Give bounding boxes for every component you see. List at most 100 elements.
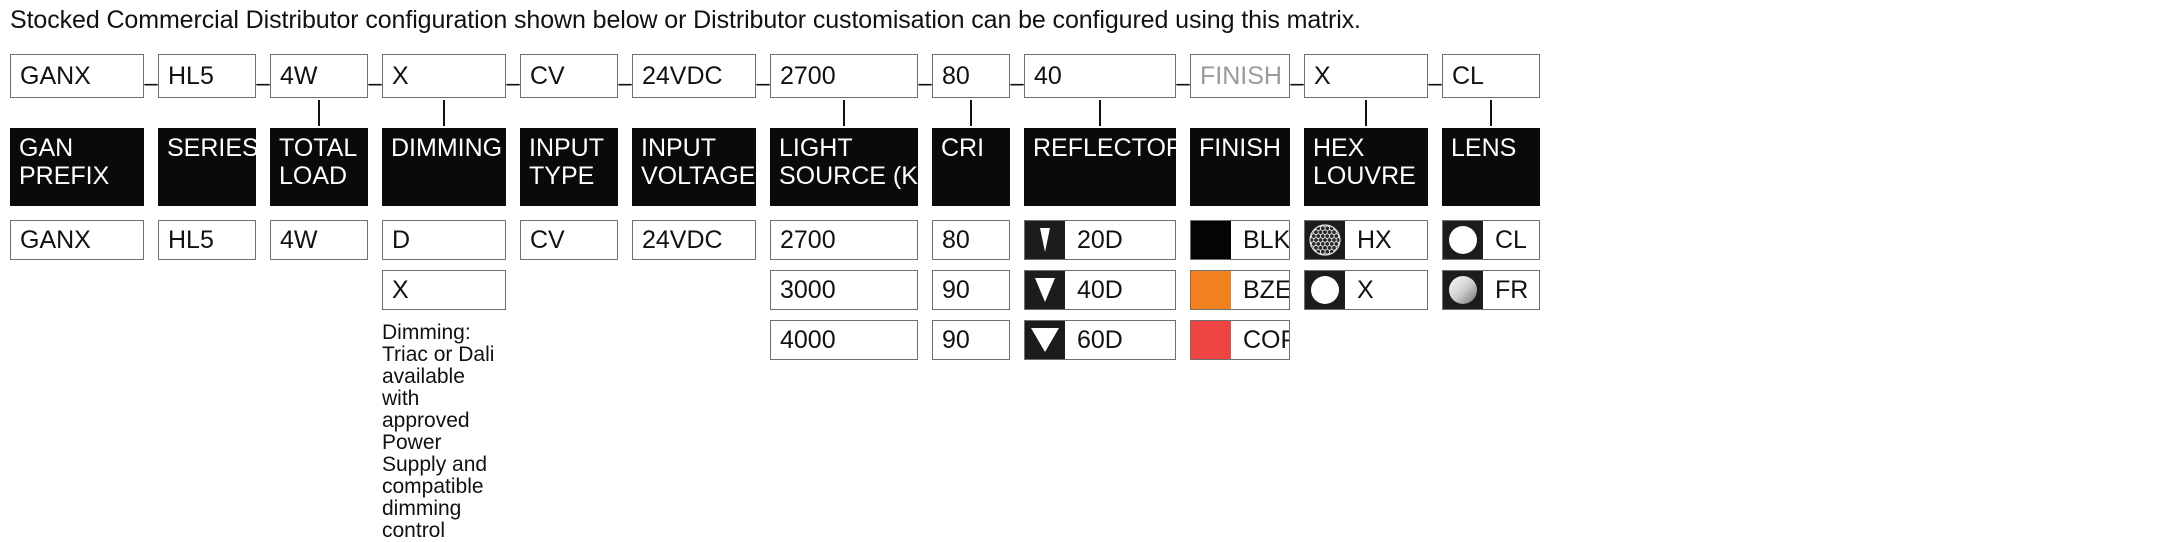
column-header-line: INPUT (529, 134, 604, 162)
option-input_type-0[interactable]: CV (520, 220, 618, 260)
option-label: 60D (1077, 325, 1123, 354)
connector-line (1490, 100, 1492, 126)
option-label: HL5 (168, 225, 214, 254)
code-box-cri[interactable]: 80 (932, 54, 1010, 98)
frosted-circle-icon (1443, 271, 1483, 309)
option-total_load-0[interactable]: 4W (270, 220, 368, 260)
option-label: BLK (1243, 225, 1290, 254)
option-label: 40D (1077, 275, 1123, 304)
option-series-0[interactable]: HL5 (158, 220, 256, 260)
option-gan_prefix-0[interactable]: GANX (10, 220, 144, 260)
connector-slot-series (158, 98, 256, 128)
option-label: X (392, 275, 409, 304)
column-header-line: FINISH (1199, 134, 1281, 162)
connector-slot-cri (932, 98, 1010, 128)
spacer (932, 206, 1010, 220)
option-hex_louvre-1[interactable]: X (1304, 270, 1428, 310)
option-reflector-0[interactable]: 20D (1024, 220, 1176, 260)
spacer (632, 206, 756, 220)
column-header-line: LOAD (279, 162, 348, 190)
option-lens-0[interactable]: CL (1442, 220, 1540, 260)
option-cri-1[interactable]: 90 (932, 270, 1010, 310)
code-box-lens[interactable]: CL (1442, 54, 1540, 98)
beam-cone-icon (1025, 271, 1065, 309)
column-header-line: VOLTAGE (641, 162, 756, 190)
option-reflector-2[interactable]: 60D (1024, 320, 1176, 360)
finish-color-swatch (1191, 221, 1231, 259)
column-header-dimming: DIMMING (382, 128, 506, 206)
clear-circle-icon (1443, 221, 1483, 259)
code-box-series[interactable]: HL5 (158, 54, 256, 98)
option-finish-0[interactable]: BLK (1190, 220, 1290, 260)
option-light_source-2[interactable]: 4000 (770, 320, 918, 360)
option-finish-1[interactable]: BZE (1190, 270, 1290, 310)
connector-slot-lens (1442, 98, 1540, 128)
finish-color-swatch (1191, 271, 1231, 309)
finish-color-swatch (1191, 321, 1231, 359)
option-dimming-1[interactable]: X (382, 270, 506, 310)
column-header-line: PREFIX (19, 162, 110, 190)
separator-dash-top: – (256, 70, 270, 97)
column-header-line: LENS (1451, 134, 1517, 162)
column-header-line: SERIES (167, 134, 256, 162)
connector-line (1099, 100, 1101, 126)
option-light_source-1[interactable]: 3000 (770, 270, 918, 310)
option-cri-2[interactable]: 90 (932, 320, 1010, 360)
option-label: 20D (1077, 225, 1123, 254)
connector-slot-gan_prefix (10, 98, 144, 128)
code-box-dimming[interactable]: X (382, 54, 506, 98)
honeycomb-icon (1305, 221, 1345, 259)
separator-dash-top: – (618, 70, 632, 97)
page-title: Stocked Commercial Distributor configura… (10, 6, 1361, 34)
separator-dash-top: – (506, 70, 520, 97)
option-cri-0[interactable]: 80 (932, 220, 1010, 260)
separator-dash-top: – (756, 70, 770, 97)
code-box-finish[interactable]: FINISH (1190, 54, 1290, 98)
spacer (158, 206, 256, 220)
option-finish-2[interactable]: COP (1190, 320, 1290, 360)
separator-dash-top: – (1428, 70, 1442, 97)
beam-cone-icon (1025, 221, 1065, 259)
code-box-hex_louvre[interactable]: X (1304, 54, 1428, 98)
column-header-lens: LENS (1442, 128, 1540, 206)
column-header-finish: FINISH (1190, 128, 1290, 206)
option-label: 80 (942, 225, 970, 254)
code-box-reflector[interactable]: 40 (1024, 54, 1176, 98)
connector-slot-total_load (270, 98, 368, 128)
code-box-total_load[interactable]: 4W (270, 54, 368, 98)
column-header-line: SOURCE (K) (779, 162, 918, 190)
code-box-input_voltage[interactable]: 24VDC (632, 54, 756, 98)
column-header-line: CRI (941, 134, 985, 162)
code-box-gan_prefix[interactable]: GANX (10, 54, 144, 98)
code-box-input_type[interactable]: CV (520, 54, 618, 98)
spacer (1442, 206, 1540, 220)
option-label: 4000 (780, 325, 836, 354)
connector-slot-finish (1190, 98, 1290, 128)
spacer (1304, 206, 1428, 220)
column-header-line: DIMMING (391, 134, 503, 162)
option-input_voltage-0[interactable]: 24VDC (632, 220, 756, 260)
option-label: D (392, 225, 411, 254)
code-box-light_source[interactable]: 2700 (770, 54, 918, 98)
dimming-note: Dimming: Triac or Dali available with ap… (382, 321, 495, 542)
option-hex_louvre-0[interactable]: HX (1304, 220, 1428, 260)
option-light_source-0[interactable]: 2700 (770, 220, 918, 260)
product-code-matrix: Stocked Commercial Distributor configura… (10, 6, 1540, 542)
option-label: 2700 (780, 225, 836, 254)
option-label: X (1357, 275, 1374, 304)
option-lens-1[interactable]: FR (1442, 270, 1540, 310)
option-dimming-0[interactable]: D (382, 220, 506, 260)
connector-slot-reflector (1024, 98, 1176, 128)
option-reflector-1[interactable]: 40D (1024, 270, 1176, 310)
connector-line (970, 100, 972, 126)
